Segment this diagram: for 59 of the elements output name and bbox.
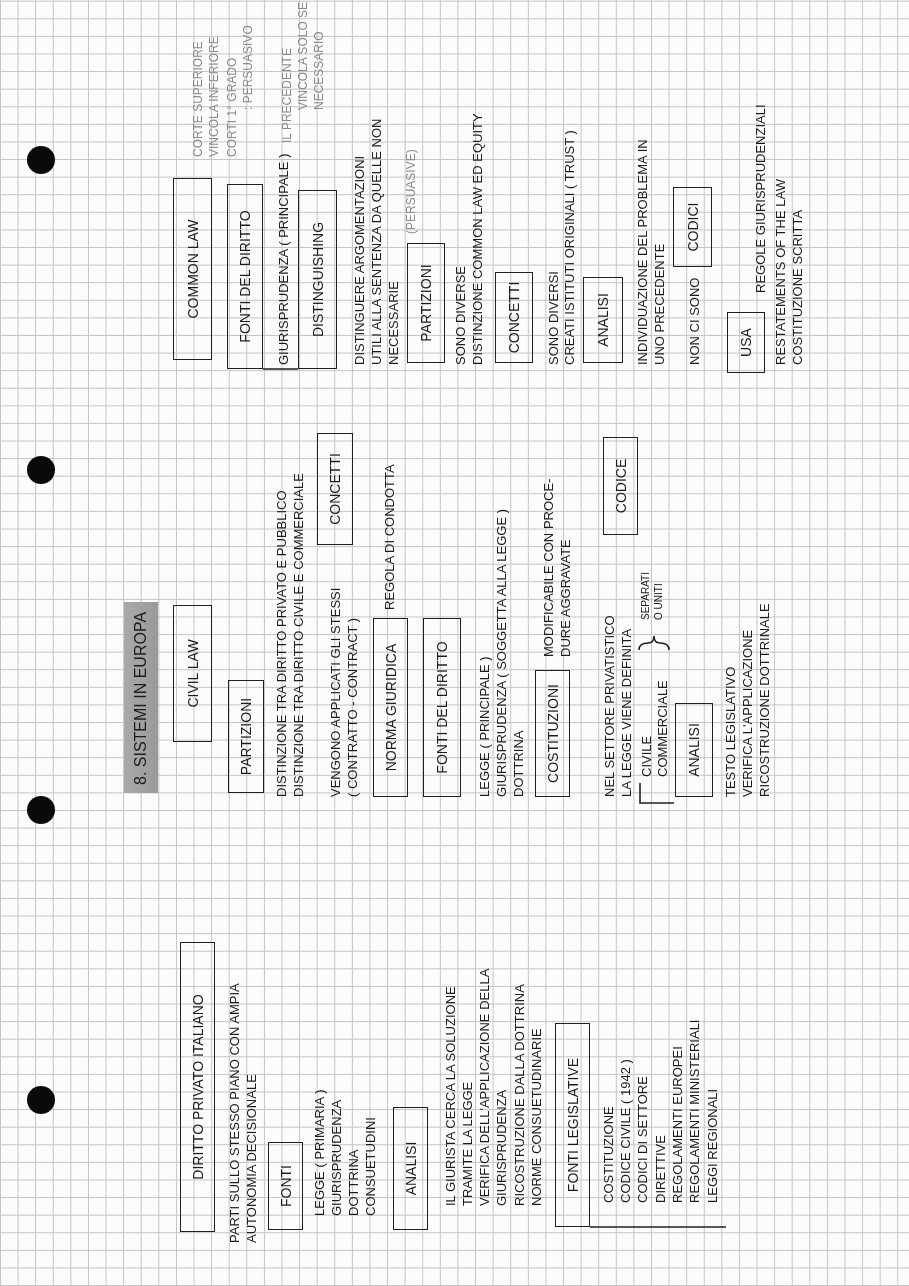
boxed-heading: CONCETTI — [317, 433, 353, 545]
pencil-note: CORTI 1° GRADO : PERSUASIVO — [224, 25, 256, 157]
note-text: DIRETTIVE — [652, 1135, 669, 1203]
boxed-heading: DIRITTO PRIVATO ITALIANO — [180, 942, 215, 1232]
note-text: CREATI ISTITUTI ORIGINALI ( TRUST ) — [561, 130, 578, 365]
boxed-heading: CODICE — [603, 437, 638, 535]
boxed-heading: ANALISI — [393, 1107, 428, 1230]
connector-line — [262, 368, 299, 370]
boxed-heading: FONTI LEGISLATIVE — [555, 1023, 590, 1227]
note-text: NON CI SONO — [686, 277, 703, 365]
note-text: VENGONO APPLICATI GLI STESSI — [327, 587, 344, 797]
note-text: NORME CONSUETUDINARIE — [528, 1028, 545, 1206]
boxed-heading: FONTI — [268, 1142, 303, 1230]
boxed-heading: ANALISI — [675, 703, 713, 797]
pencil-note: (PERSUASIVE) — [403, 149, 419, 234]
note-text: VERIFICA L'APPLICAZIONE — [739, 629, 756, 797]
note-text: REGOLE GIURISPRUDENZIALI — [752, 104, 769, 293]
boxed-heading: COSTITUZIONI — [535, 670, 570, 797]
note-text: COSTITUZIONE — [600, 1106, 617, 1203]
note-text: CIVILE — [638, 735, 655, 777]
boxed-heading: COMMON LAW — [173, 178, 212, 360]
note-text: LEGGE ( PRINCIPALE ) — [476, 656, 493, 797]
note-text: LEGGI REGIONALI — [704, 1088, 721, 1203]
boxed-heading: FONTI DEL DIRITTO — [423, 618, 461, 797]
note-text: DISTINZIONE TRA DIRITTO CIVILE E COMMERCIALE — [290, 473, 307, 797]
note-text: COSTITUZIONE SCRITTA — [789, 209, 806, 365]
note-text: ( CONTRATTO - CONTRACT ) — [344, 617, 361, 797]
boxed-heading: FONTI DEL DIRITTO — [227, 184, 263, 369]
boxed-heading: PARTIZIONI — [228, 680, 264, 793]
boxed-heading: ANALISI — [583, 277, 623, 363]
boxed-heading: NORMA GIURIDICA — [373, 618, 408, 797]
note-text: DOTTRINA — [345, 1149, 362, 1216]
boxed-heading: CONCETTI — [495, 272, 533, 363]
boxed-heading: CODICI — [673, 187, 712, 267]
boxed-heading: DISTINGUISHING — [298, 190, 337, 369]
note-text: DISTINZIONE TRA DIRITTO PRIVATO E PUBBLICO — [273, 490, 290, 797]
note-text: SONO DIVERSE — [452, 266, 469, 365]
note-text: TESTO LEGISLATIVO — [722, 666, 739, 797]
note-text: DOTTRINA — [510, 730, 527, 797]
note-text: CONSUETUDINI — [362, 1117, 379, 1216]
page-title: 8. SISTEMI IN EUROPA — [124, 601, 158, 793]
note-text: DISTINZIONE COMMON LAW ED EQUITY — [469, 113, 486, 365]
note-text: CODICI DI SETTORE — [634, 1076, 651, 1203]
note-text: GIURISPRUDENZA ( SOGGETTA ALLA LEGGE ) — [493, 508, 510, 797]
note-text: SONO DIVERSI — [545, 271, 562, 365]
note-text: RICOSTRUZIONE DOTTRINALE — [756, 603, 773, 797]
boxed-heading: PARTIZIONI — [407, 243, 445, 363]
note-text: REGOLA DI CONDOTTA — [381, 464, 398, 610]
note-text: COMMERCIALE — [654, 680, 671, 777]
note-text: CODICE CIVILE ( 1942 ) — [617, 1059, 634, 1203]
note-text: RICOSTRUZIONE DALLA DOTTRINA — [511, 984, 528, 1206]
note-text: RESTATEMENTS OF THE LAW — [772, 179, 789, 365]
boxed-heading: USA — [727, 312, 765, 373]
note-text: GIURISPRUDENZA — [328, 1099, 345, 1216]
note-text: LEGGE ( PRIMARIA ) — [311, 1089, 328, 1216]
note-text: REGOLAMENTI MINISTERIALI — [686, 1019, 703, 1203]
boxed-heading: CIVIL LAW — [173, 605, 212, 742]
note-text: REGOLAMENTI EUROPEI — [669, 1046, 686, 1203]
note-text: GIURISPRUDENZA ( PRINCIPALE ) — [275, 153, 292, 365]
